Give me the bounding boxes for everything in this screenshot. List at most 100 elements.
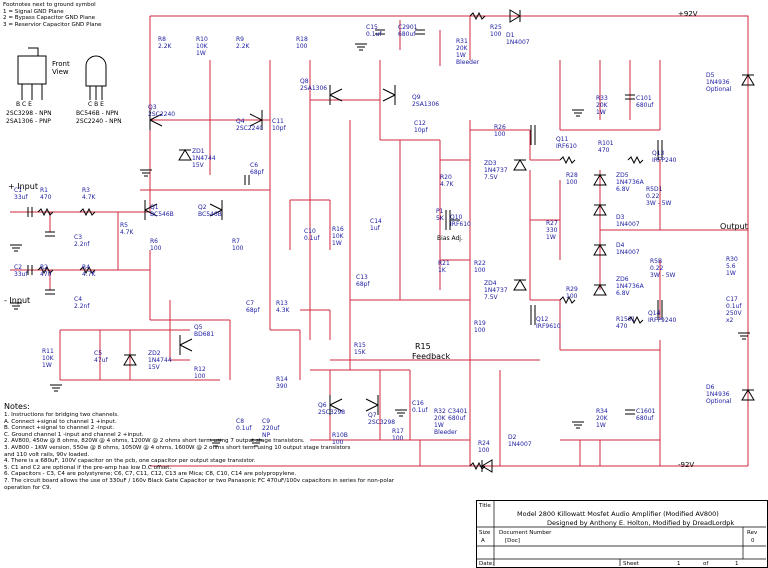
size-value: A [481, 538, 485, 544]
drawing-title: Model 2800 Killowatt Mosfet Audio Amplif… [517, 510, 719, 518]
component-label-r5d1: R5D1 0.22 3W - 5W [646, 186, 672, 207]
component-label-r9: R9 2.2K [236, 36, 250, 50]
negative-input-label: - Input [4, 296, 31, 305]
component-label-zd1: ZD1 1N4744 15V [192, 148, 216, 169]
component-label-r29: R29 100 [566, 286, 578, 300]
component-label-r1: R1 470 [40, 187, 52, 201]
component-label-r25: R25 100 [490, 24, 502, 38]
note-line: 3. AV800 - 1KW version, 550w @ 8 ohms, 1… [4, 444, 351, 451]
title-label: Title [479, 503, 491, 509]
footnotes: Footnotes next to ground symbol 1 = Sign… [3, 2, 101, 28]
note-line: 7. The circuit board allows the use of 3… [4, 477, 395, 484]
document-number: [Doc] [505, 538, 520, 544]
to92-pin-label: C B E [88, 101, 104, 108]
component-label-r8: R8 2.2K [158, 36, 172, 50]
component-label-r11: R11 10K 1W [42, 348, 54, 369]
to92-type: BC546B - NPN [76, 110, 119, 117]
to126-type: 2SC3298 - NPN [6, 110, 52, 117]
to126-type: 2SA1306 - PNP [6, 118, 51, 125]
component-label-q4: Q4 2SC2240 [236, 118, 264, 132]
note-line: 1. Instructions for bridging two channel… [4, 412, 119, 418]
component-label-r14: R14 390 [276, 376, 288, 390]
component-label-c2: C2 33uf [14, 264, 28, 278]
of-label: of [703, 561, 709, 567]
sheet-number: 1 [677, 561, 681, 567]
note-line: A. Connect +signal to channel 1 +input. [4, 418, 117, 425]
component-label-r13: R13 4.3K [276, 300, 290, 314]
component-label-q14: Q14 IRFP9240 [648, 310, 677, 324]
component-label-r10: R10 10K 1W [196, 36, 208, 57]
component-label-d5: D5 1N4936 Optional [706, 72, 732, 93]
component-label-q2: Q2 BC546B [198, 204, 222, 218]
component-label-r18: R18 100 [296, 36, 308, 50]
output-label: Output [720, 222, 748, 231]
component-label-r17: R17 100 [392, 428, 404, 442]
component-label-c2901: C2901 680uf [398, 24, 418, 38]
pos-rail-label: +92V [678, 10, 698, 18]
component-label-r22: R22 100 [474, 260, 486, 274]
footnote-line: 1 = Signal GND Plane [3, 8, 64, 15]
component-label-c3401: C3401 680uf [448, 408, 468, 422]
component-label-zd4: ZD4 1N4737 7.5V [484, 280, 508, 301]
component-label-r30: R30 5.6 1W [726, 256, 738, 277]
component-label-r3: R3 4.7K [82, 187, 96, 201]
to92-type: 2SC2240 - NPN [76, 118, 122, 125]
component-label-r24: R24 100 [478, 440, 490, 454]
component-label-r34: R34 20K 1W [596, 408, 608, 429]
component-label-r5b: R5B 0.22 3W - 5W [650, 258, 676, 279]
component-label-r10b: R10B 100 [332, 432, 348, 446]
component-label-r5: R5 4.7K [120, 222, 134, 236]
component-label-c9: C9 220uf NP [262, 418, 280, 439]
component-label-r101: R101 470 [598, 140, 614, 154]
component-label-r31: R31 20K 1W Bleeder [456, 38, 480, 66]
component-label-c101: C101 680uf [636, 95, 654, 109]
component-label-c1: C1 33uf [14, 187, 28, 201]
footnote-line: 3 = Reservior Capacitor GND Plane [3, 21, 102, 28]
component-label-q3: Q3 2SC2240 [148, 104, 176, 118]
component-label-r6: R6 100 [150, 238, 162, 252]
component-label-q5: Q5 BD681 [194, 324, 215, 338]
component-label-q1: Q1 BC546B [150, 204, 174, 218]
component-label-r28: R28 100 [566, 172, 578, 186]
feedback-label: Feedback [412, 352, 451, 361]
footnote-line: 2 = Bypass Capacitor GND Plane [3, 15, 96, 21]
footnotes-title: Footnotes next to ground symbol [3, 2, 96, 8]
component-label-zd2: ZD2 1N4744 15V [148, 350, 172, 371]
size-label: Size [479, 530, 491, 536]
note-line: 2. AV800, 450w @ 8 ohms, 820W @ 4 ohms, … [4, 438, 305, 445]
component-label-c5: C5 47uf [94, 350, 108, 364]
component-label-c11: C11 10pf [272, 118, 286, 132]
component-label-c6: C6 68pf [250, 162, 264, 176]
neg-rail-label: -92V [678, 461, 695, 469]
component-label-r20: R20 4.7K [440, 174, 454, 188]
component-label-d3: D3 1N4007 [616, 214, 640, 228]
component-label-r1501: R1501 470 [616, 316, 636, 330]
component-label-r33: R33 20K 1W [596, 95, 608, 116]
component-label-d1: D1 1N4007 [506, 32, 530, 46]
component-label-r19: R19 100 [474, 320, 486, 334]
component-label-r12: R12 100 [194, 366, 206, 380]
component-label-c1601: C1601 680uf [636, 408, 656, 422]
component-label-q11: Q11 IRF610 [556, 136, 577, 150]
note-line: 6. Capacitors - C3, C4 are polystyrene; … [4, 471, 297, 478]
component-label-r2: R2 470 [40, 264, 52, 278]
document-number-label: Document Number [499, 530, 552, 536]
component-label-c8: C8 0.1uf [236, 418, 252, 432]
component-label-r32: R32 20K 1W Bleeder [434, 408, 458, 436]
title-block: Title Model 2800 Killowatt Mosfet Audio … [476, 500, 768, 568]
component-label-r26: R26 100 [494, 124, 506, 138]
component-label-q13: Q13 IRFP240 [652, 150, 677, 164]
notes-section: Notes: 1. Instructions for bridging two … [4, 402, 474, 491]
component-label-q10: Q10 IRF610 [450, 214, 471, 228]
component-label-c3: C3 2.2nf [74, 234, 90, 248]
component-label-r21: R21 1K [438, 260, 450, 274]
component-label-p1: P1 5K [436, 208, 444, 222]
component-label-r27: R27 330 1W [546, 220, 558, 241]
component-label-c17: C17 0.1uf 250V x2 [726, 296, 742, 324]
sheet-total: 1 [735, 561, 739, 567]
component-label-d4: D4 1N4007 [616, 242, 640, 256]
component-label-d2: D2 1N4007 [508, 434, 532, 448]
component-label-r4: R4 4.7K [82, 264, 96, 278]
note-line: and 110 volt rails, 90v loaded. [4, 451, 90, 458]
